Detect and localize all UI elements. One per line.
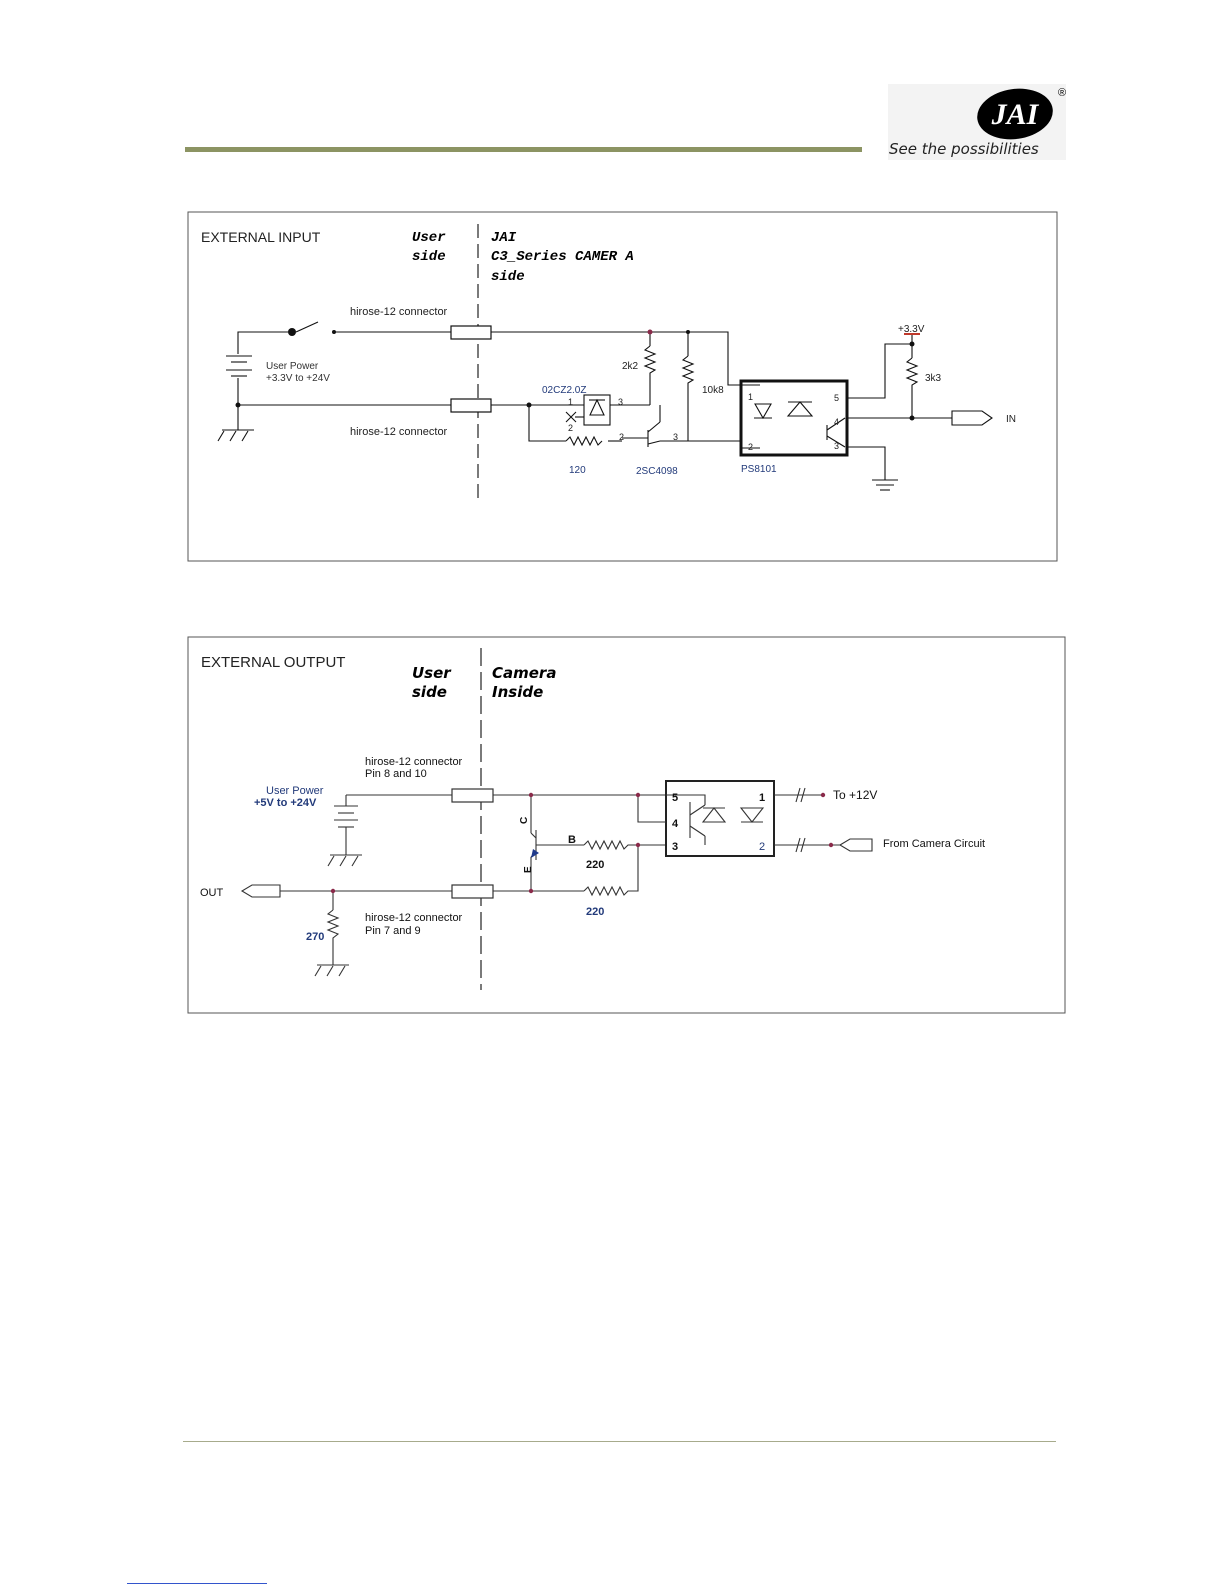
output-connector-top <box>451 788 494 803</box>
input-switch <box>288 328 296 336</box>
zener-pin-1: 1 <box>568 397 573 407</box>
input-user-side-1: User <box>412 230 446 246</box>
to-supply-label: To +12V <box>833 788 877 802</box>
input-camera-side-3: side <box>491 269 525 285</box>
output-camera-side-2: Inside <box>492 683 543 701</box>
opto-pin-2: 2 <box>748 442 753 452</box>
output-transistor-arrow <box>531 849 539 858</box>
input-wires <box>217 321 993 491</box>
transistor-c-label: C <box>519 817 530 824</box>
in-signal-label: IN <box>1006 414 1016 425</box>
output-connector-bottom <box>451 884 494 899</box>
zener-pin-3: 3 <box>618 397 623 407</box>
transistor-label: 2SC4098 <box>636 466 678 477</box>
output-user-power-1: User Power <box>266 785 324 797</box>
supply-label: +3.3V <box>898 324 925 335</box>
external-input-diagram: EXTERNAL INPUT User side JAI C3_Series C… <box>187 211 1058 562</box>
input-connector-top-label: hirose-12 connector <box>350 306 448 318</box>
transistor-b-label: B <box>568 834 576 846</box>
input-user-power-2: +3.3V to +24V <box>266 373 330 384</box>
opto-pin-4: 4 <box>834 417 839 427</box>
footer-link-underline[interactable] <box>127 1583 267 1584</box>
output-connector-bottom-1: hirose-12 connector <box>365 912 463 924</box>
zener-label: 02CZ2.0Z <box>542 385 586 396</box>
footer-rule <box>183 1441 1056 1442</box>
header-rule <box>185 147 862 152</box>
logo-tagline: See the possibilities <box>889 140 1039 158</box>
external-output-diagram: EXTERNAL OUTPUT User side Camera Inside <box>187 636 1066 1014</box>
r-2k2-label: 2k2 <box>622 361 639 372</box>
output-opto-pin-3: 3 <box>672 841 678 853</box>
transistor-pin-3: 3 <box>673 432 678 442</box>
output-user-power-2: +5V to +24V <box>254 797 317 809</box>
input-user-power-1: User Power <box>266 361 319 372</box>
transistor-pin-2: 2 <box>619 432 624 442</box>
input-title: EXTERNAL INPUT <box>201 229 321 245</box>
output-camera-side-1: Camera <box>492 664 556 682</box>
input-connector-bottom-label: hirose-12 connector <box>350 426 448 438</box>
jai-logo: JAI ® See the possibilities <box>888 84 1066 160</box>
input-camera-side-2: C3_Series CAMER A <box>491 249 634 265</box>
output-opto-pin-2: 2 <box>759 841 765 853</box>
r-3k3-label: 3k3 <box>925 373 942 384</box>
zener-pin-2: 2 <box>568 423 573 433</box>
r-120-label: 120 <box>569 465 586 476</box>
input-connector-top <box>450 325 492 340</box>
r-10k8-label: 10k8 <box>702 385 724 396</box>
from-camera-label: From Camera Circuit <box>883 838 985 850</box>
output-connector-top-2: Pin 8 and 10 <box>365 768 427 780</box>
out-signal-label: OUT <box>200 887 224 899</box>
output-connector-bottom-2: Pin 7 and 9 <box>365 925 421 937</box>
output-opto-pin-5: 5 <box>672 792 678 804</box>
input-camera-side-1: JAI <box>491 230 517 246</box>
r-270-label: 270 <box>306 931 324 943</box>
opto-pin-3: 3 <box>834 441 839 451</box>
input-user-side-2: side <box>412 249 446 265</box>
output-user-side-1: User <box>412 664 452 682</box>
output-connector-top-1: hirose-12 connector <box>365 756 463 768</box>
input-connector-bottom <box>450 398 492 413</box>
output-user-side-2: side <box>412 683 447 701</box>
opto-pin-5: 5 <box>834 393 839 403</box>
r-220-bottom-label: 220 <box>586 906 604 918</box>
transistor-e-label: E <box>523 866 534 873</box>
output-opto-pin-1: 1 <box>759 792 765 804</box>
logo-registered: ® <box>1058 87 1066 99</box>
output-opto-pin-4: 4 <box>672 818 679 830</box>
r-220-top-label: 220 <box>586 859 604 871</box>
logo-brand: JAI <box>991 98 1040 131</box>
optocoupler-label: PS8101 <box>741 464 777 475</box>
opto-pin-1: 1 <box>748 392 753 402</box>
output-title: EXTERNAL OUTPUT <box>201 654 345 671</box>
